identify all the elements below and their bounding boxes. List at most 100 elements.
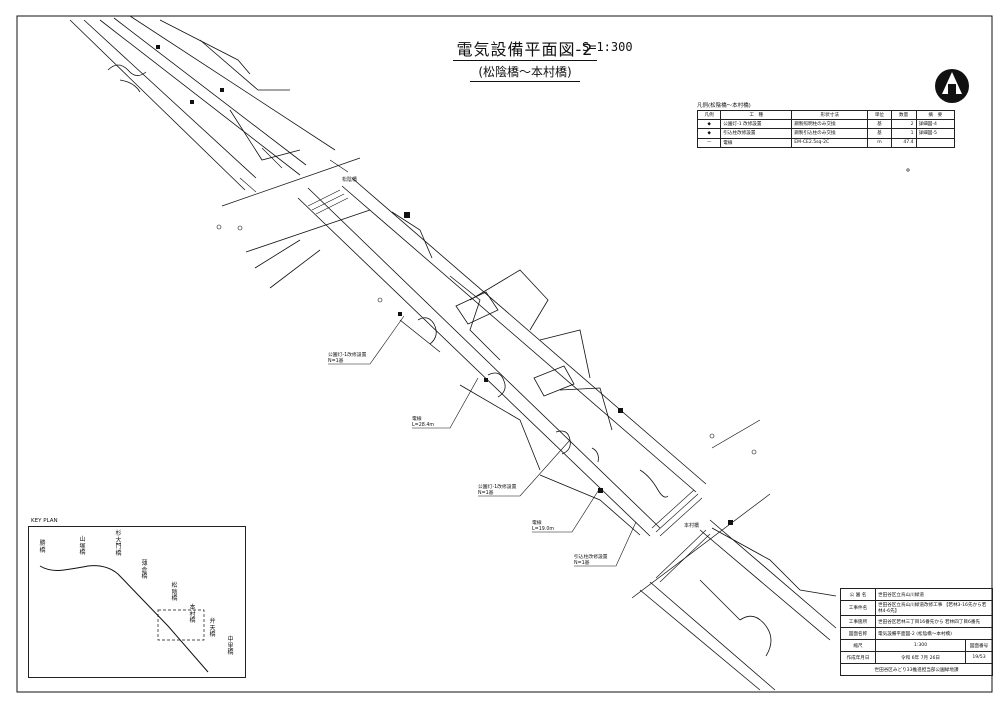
title-block-value: 世田谷区若林三丁目16番先から 若林四丁目6番先 [875,615,993,628]
channel-segment-lower [639,519,837,691]
title-block-row: 工事件名 世田谷区立烏山川緑道改修工事 【若林3-16先から若林4-6先】 [840,600,993,616]
legend-symbol: ◆ [696,119,722,130]
callout-leaders [328,315,637,567]
drawing-subtitle: (松陰橋～本村橋) [470,63,580,82]
callout-quantity: N=1基 [478,491,494,496]
title-block-row: 縮尺 1:300 図面番号 [840,639,993,652]
title-block-row: 世田谷区みどり33推進担当部公園緑地課 [840,663,993,676]
title-block-key: 工事箇所 [840,615,876,628]
legend-symbol: — [696,137,722,148]
title-block-table: 公 園 名 世田谷区立烏山川緑道 工事件名 世田谷区立烏山川緑道改修工事 【若林… [840,588,993,676]
key-plan-bridge-label: 本村橋 [189,604,196,624]
legend-header-row: 凡例 工 種 形状寸法 単位 数量 摘 要 [696,109,956,121]
key-plan-bridge-label: 薄倉橋 [141,560,148,580]
fixture-symbols [156,45,733,525]
callout-quantity: N=1基 [328,359,344,364]
legend-note: 詳細図-4 [915,119,956,130]
legend-unit: 基 [867,119,892,130]
callout-quantity: N=1基 [574,561,590,566]
key-plan: KEY PLAN 勝橋 山塚橋 杉大門橋 薄倉橋 松陰橋 本村橋 弁天橋 中里橋 [28,518,246,678]
legend-row: ◆ 公園灯-1 改修設置 鋼製照明柱のみ交換 基 2 詳細図-4 [696,119,956,130]
legend-spec: 鋼製引込柱のみ交換 [791,128,869,139]
title-block-drawing-no-key: 図面番号 [965,639,993,652]
title-block-value: 世田谷区立烏山川緑道改修工事 【若林3-16先から若林4-6先】 [875,600,993,616]
title-block-key: 工事件名 [840,600,876,616]
legend-header: 単位 [867,109,892,121]
title-block-date-value: 令和 6年 7月 26日 [875,651,966,664]
title-block-date-key: 作成年月日 [840,651,876,664]
title-block-row: 作成年月日 令和 6年 7月 26日 19/53 [840,651,993,664]
legend: 凡例(松陰橋～本村橋) 凡例 工 種 形状寸法 単位 数量 摘 要 ◆ 公園灯-… [696,101,956,148]
legend-row: ◆ 引込柱改修設置 鋼製引込柱のみ交換 基 1 詳細図-5 [696,128,956,139]
callout-title: 公園灯-1改修設置 [328,353,367,358]
legend-spec: EM-CE2.5sq-2C [791,137,869,148]
sheet-number: 19 [972,655,979,660]
callout-title: 引込柱改修設置 [574,555,608,560]
key-plan-bridge-label: 弁天橋 [209,618,216,638]
legend-symbol: ◆ [696,128,722,139]
callout-park-light-2: 公園灯-1改修設置 N=1基 [478,485,516,497]
key-plan-map [39,565,209,673]
legend-table: 凡例 工 種 形状寸法 単位 数量 摘 要 ◆ 公園灯-1 改修設置 鋼製照明柱… [696,109,956,148]
key-plan-bridge-label: 杉大門橋 [115,530,122,557]
legend-qty: 47.4 [890,137,917,148]
legend-qty: 2 [890,119,917,130]
key-plan-bridge-label: 松陰橋 [171,582,178,602]
key-plan-bridge-label: 中里橋 [227,636,234,656]
callout-cable-1: 電線 L=28.4m [412,417,434,429]
channel-segment-middle [245,177,707,537]
legend-note: 詳細図-5 [915,128,956,139]
title-block-value: 電気設備平面図-2 (松陰橋～本村橋) [875,627,993,640]
place-label-motomura-bridge: 本村橋 [684,523,700,529]
hatch-middle [307,189,703,537]
legend-name: 引込柱改修設置 [720,128,793,139]
callout-quantity: L=28.4m [412,423,435,428]
legend-qty: 1 [890,128,917,139]
legend-name: 電線 [720,137,793,148]
callout-title: 電線 [532,521,542,526]
legend-caption: 凡例(松陰橋～本村橋) [697,103,751,109]
legend-header: 摘 要 [915,109,956,121]
title-block-value: 世田谷区立烏山川緑道 [875,588,993,601]
title-block-scale-key: 縮尺 [840,639,876,652]
legend-row: — 電線 EM-CE2.5sq-2C m 47.4 [696,137,956,148]
title-block-row: 図面名称 電気設備平面図-2 (松陰橋～本村橋) [840,627,993,640]
key-plan-bridge-label: 勝橋 [39,540,46,554]
title-block-row: 工事箇所 世田谷区若林三丁目16番先から 若林四丁目6番先 [840,615,993,628]
callout-park-light-1: 公園灯-1改修設置 N=1基 [328,353,366,365]
legend-unit: m [867,137,892,148]
place-label-shoin-bridge: 松陰橋 [342,177,358,183]
callout-service-pole: 引込柱改修設置 N=1基 [574,555,608,567]
title-block-scale-value: 1:300 [875,639,966,652]
sheet-border [16,15,993,693]
callout-title: 公園灯-1改修設置 [478,485,517,490]
legend-header: 凡例 [696,109,722,121]
title-block-department: 世田谷区みどり33推進担当部公園緑地課 [840,663,993,676]
title-block-row: 公 園 名 世田谷区立烏山川緑道 [840,588,993,601]
legend-name: 公園灯-1 改修設置 [720,119,793,130]
callout-title: 電線 [412,417,422,422]
drawing-title-block: 電気設備平面図-2 S=1:300 (松陰橋～本村橋) [410,36,640,82]
hatch-upper [239,147,283,193]
legend-note [915,137,956,148]
north-arrow-icon [935,69,969,103]
survey-marks [216,168,910,455]
legend-header: 工 種 [720,109,793,121]
callout-cable-2: 電線 L=19.0m [532,521,554,533]
sheet-total: 53 [979,655,986,660]
legend-spec: 鋼製照明柱のみ交換 [791,119,869,130]
callout-quantity: L=19.0m [532,527,555,532]
key-plan-bridge-label: 山塚橋 [79,536,86,556]
drawing-scale: S=1:300 [582,40,633,54]
title-block-sheet-number: 19/53 [965,651,993,664]
title-block-key: 図面名称 [840,627,876,640]
legend-header: 形状寸法 [791,109,869,121]
drawing-title: 電気設備平面図-2 [452,36,598,61]
channel-segment-upper [69,15,336,191]
bridge-lines [221,157,771,599]
title-block-key: 公 園 名 [840,588,876,601]
legend-header: 数量 [890,109,917,121]
key-plan-title: KEY PLAN [31,518,58,524]
legend-unit: 基 [867,128,892,139]
